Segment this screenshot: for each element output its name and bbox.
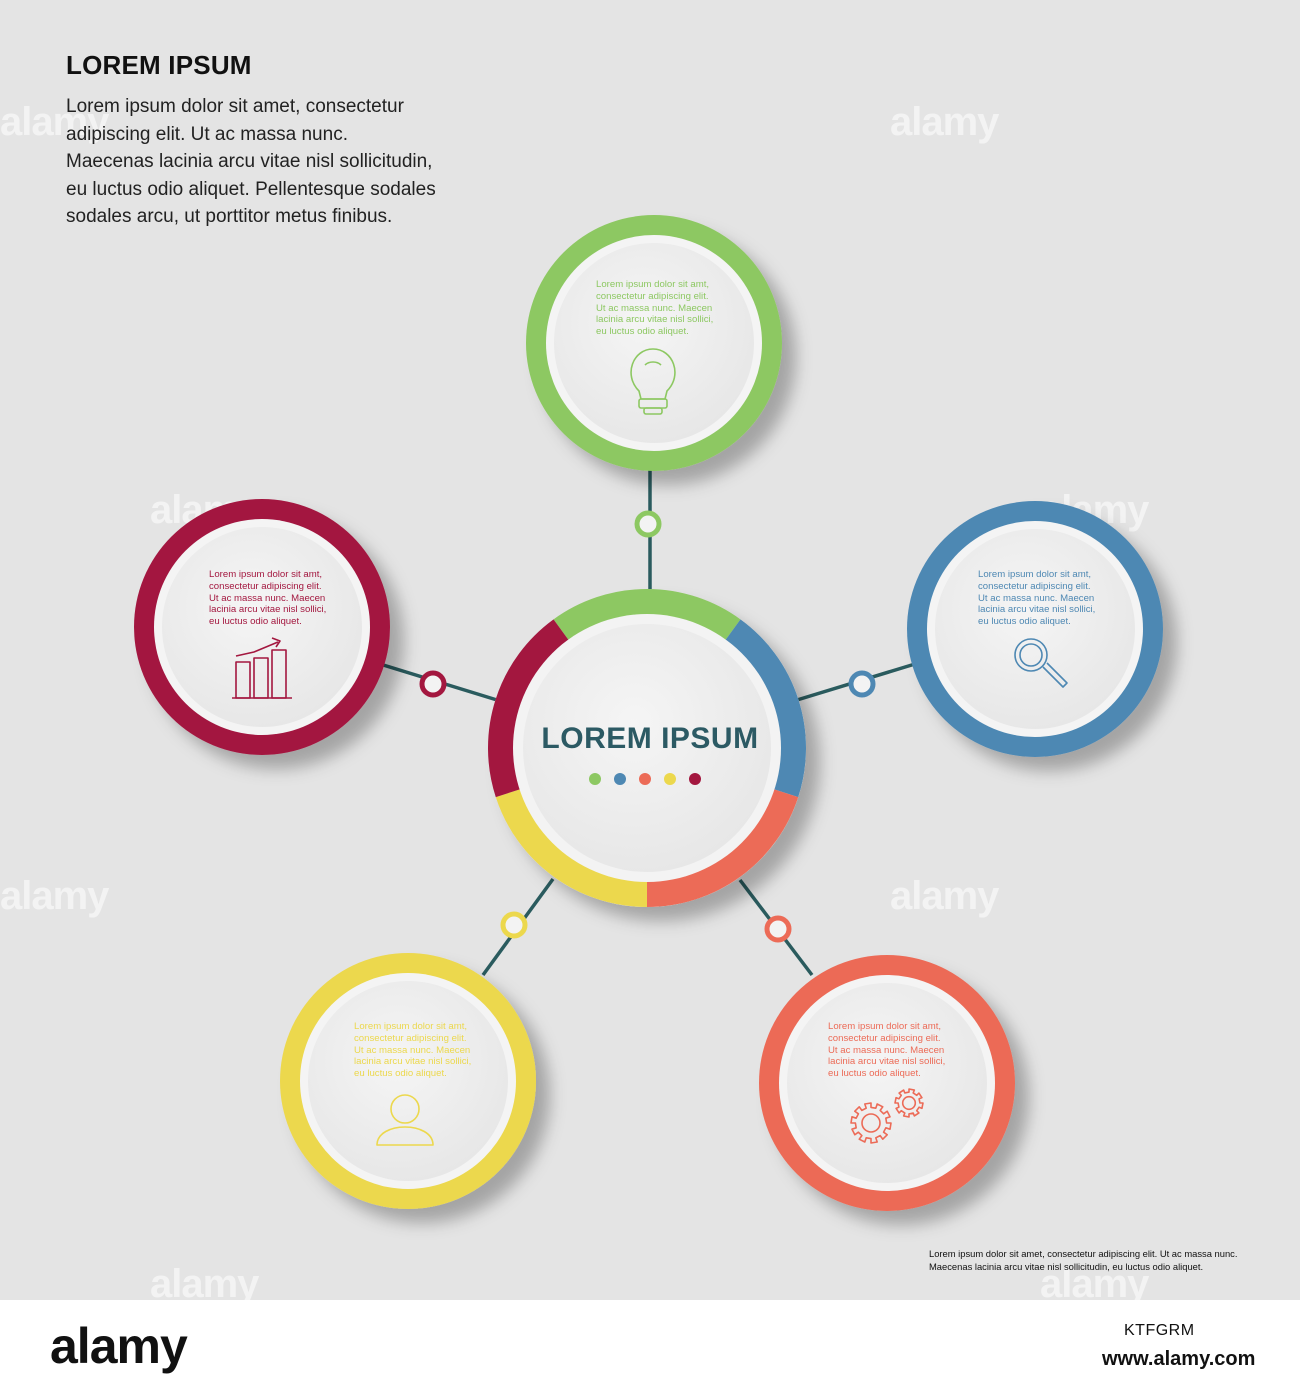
node-text-yellow: Lorem ipsum dolor sit amt, consectetur a… [354,1021,471,1080]
node-text-line: lacinia arcu vitae nisl sollici, [209,604,327,616]
page-title: LOREM IPSUM [66,50,252,80]
center-title: LOREM IPSUM [541,722,759,755]
watermark: alamy [0,100,109,144]
center-ring-segment [724,619,806,798]
intro-line: eu luctus odio aliquet. Pellentesque sod… [66,178,436,200]
node-face [935,529,1135,729]
node-text-line: Lorem ipsum dolor sit amt, [828,1021,942,1032]
node-text-line: eu luctus odio aliquet. [209,616,302,628]
node-text-line: Ut ac massa nunc. Maecen [596,302,713,314]
footnote-line: Lorem ipsum dolor sit amet, consectetur … [929,1248,1238,1259]
image-ref-code: KTFGRM [1124,1322,1195,1339]
intro-paragraph: Lorem ipsum dolor sit amet, consectetur … [66,93,536,231]
node-text-blue: Lorem ipsum dolor sit amt, consectetur a… [978,569,1095,628]
node-text-line: consectetur adipiscing elit. [354,1032,467,1044]
node-text-line: lacinia arcu vitae nisl sollici, [596,314,714,326]
watermark: alamy [1040,1262,1149,1306]
node-text-line: Lorem ipsum dolor sit amt, [596,279,710,290]
brand-url: www.alamy.com [1102,1348,1256,1370]
connector-node [419,670,447,698]
center-dot [639,773,651,785]
center-dot [689,773,701,785]
center-dot [664,773,676,785]
node-red [759,955,1015,1211]
gears-icon [850,1088,924,1144]
node-text-green: Lorem ipsum dolor sit amt, consectetur a… [596,279,713,338]
node-text-line: consectetur adipiscing elit. [978,580,1091,592]
node-text-line: eu luctus odio aliquet. [978,616,1071,628]
node-text-line: Ut ac massa nunc. Maecen [354,1044,471,1056]
node-yellow [280,953,536,1209]
center-dot [614,773,626,785]
node-face [162,527,362,727]
footnote: Lorem ipsum dolor sit amet, consectetur … [929,1247,1237,1273]
node-text-line: Ut ac massa nunc. Maecen [209,592,326,604]
nodes-layer [134,215,1163,1211]
node-text-crimson: Lorem ipsum dolor sit amt, consectetur a… [209,569,326,628]
watermark: alamy [890,100,999,144]
magnifier-icon [1014,638,1068,688]
watermark: alamy [150,1262,259,1306]
node-text-line: consectetur adipiscing elit. [596,290,709,302]
center-ring-segment [488,619,570,798]
footnote-line: Maecenas lacinia arcu vitae nisl sollici… [929,1261,1204,1272]
connector-node [634,510,662,538]
intro-line: sodales arcu, ut porttitor metus finibus… [66,206,393,227]
stock-footer-bar [0,1300,1300,1390]
node-text-line: Ut ac massa nunc. Maecen [978,592,1095,604]
connector-node [500,911,528,939]
center-dot [589,773,601,785]
connector-node [848,670,876,698]
intro-line: Lorem ipsum dolor sit amet, consectetur [66,96,404,117]
node-green [526,215,782,471]
brand-logo: alamy [50,1318,188,1374]
node-crimson [134,499,390,755]
node-face [554,243,754,443]
bar-chart-icon [232,637,292,699]
connectors [379,470,916,977]
node-text-line: lacinia arcu vitae nisl sollici, [978,604,1096,616]
node-text-line: lacinia arcu vitae nisl sollici, [354,1056,472,1068]
center-hub-face [523,624,771,872]
node-face [787,983,987,1183]
person-icon [376,1094,434,1146]
connector-node [764,915,792,943]
node-text-line: Ut ac massa nunc. Maecen [828,1044,945,1056]
node-text-line: eu luctus odio aliquet. [828,1068,921,1080]
watermark: alamy [0,874,109,918]
center-ring-segment [553,589,741,641]
node-text-line: lacinia arcu vitae nisl sollici, [828,1056,946,1068]
hub-diagram [134,215,1163,1211]
intro-line: adipiscing elit. Ut ac massa nunc. [66,123,348,145]
node-text-line: eu luctus odio aliquet. [354,1068,447,1080]
node-text-line: consectetur adipiscing elit. [828,1032,941,1044]
node-text-red: Lorem ipsum dolor sit amt, consectetur a… [828,1021,945,1080]
lightbulb-icon [630,348,676,415]
center-ring-segment [495,788,648,907]
intro-line: Maecenas lacinia arcu vitae nisl sollici… [66,151,433,172]
center-hub [488,589,806,907]
node-text-line: eu luctus odio aliquet. [596,326,689,338]
node-text-line: Lorem ipsum dolor sit amt, [978,569,1092,580]
node-text-line: Lorem ipsum dolor sit amt, [209,569,323,580]
watermark: alamy [890,874,999,918]
center-ring-segment [646,788,799,907]
node-text-line: Lorem ipsum dolor sit amt, [354,1021,468,1032]
node-text-line: consectetur adipiscing elit. [209,580,322,592]
node-blue [907,501,1163,757]
node-face [308,981,508,1181]
